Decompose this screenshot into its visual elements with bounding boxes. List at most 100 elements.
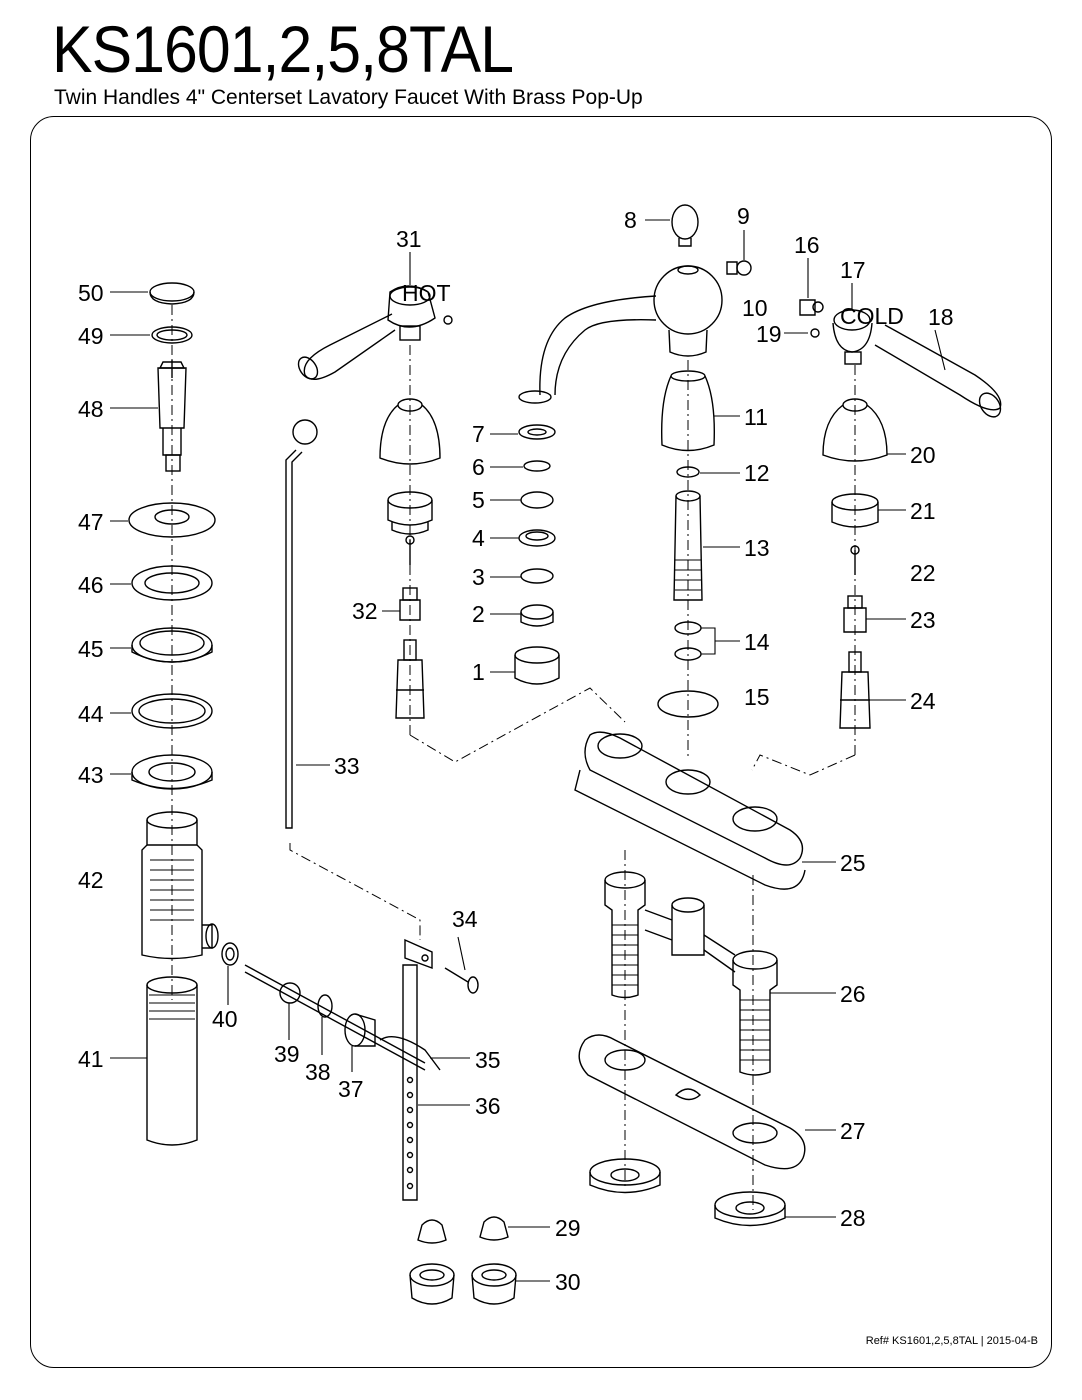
part-38-washer [317,994,333,1018]
callout-32: 32 [352,598,378,624]
diagram-frame [30,116,1052,1368]
callout-37: 37 [338,1076,364,1102]
callout-6: 6 [472,454,485,480]
reference-note: Ref# KS1601,2,5,8TAL | 2015-04-B [865,1335,1038,1347]
part-46-gasket [131,565,213,601]
callout-21: 21 [910,498,936,524]
part-37-pivot-nut [344,1013,376,1047]
part-13-spout-shank [673,490,703,601]
part-8-finial [671,204,699,247]
callout-4: 4 [472,525,485,551]
callout-15: 15 [744,684,770,710]
part-23-cold-stem-adapter [843,595,867,633]
callout-8: 8 [624,207,637,233]
part-34-clamp-screw [404,938,479,994]
callout-47: 47 [78,509,104,535]
callout-16: 16 [794,232,820,258]
part-41-tailpiece [146,976,198,1146]
callout-44: 44 [78,701,104,727]
part-27-bottom-gasket [578,1034,806,1170]
callout-5: 5 [472,487,485,513]
cold-marking: COLD [840,303,904,329]
callout-38: 38 [305,1059,331,1085]
callout-17: 17 [840,257,866,283]
part-49-o-ring [151,326,193,344]
product-subtitle: Twin Handles 4" Centerset Lavatory Fauce… [54,86,643,109]
callout-33: 33 [334,753,360,779]
callout-48: 48 [78,396,104,422]
part-42-drain-body [141,811,219,960]
callout-7: 7 [472,421,485,447]
callout-11: 11 [744,404,768,430]
callout-23: 23 [910,607,936,633]
callout-20: 20 [910,442,936,468]
left-cap-dome [379,398,441,465]
lift-rod-guide-line [289,843,421,940]
part-22-right-screw [850,545,860,575]
part-25-escutcheon-plate [574,731,806,890]
callout-35: 35 [475,1047,501,1073]
part-29-ferrules [417,1216,509,1244]
callout-40: 40 [212,1006,238,1032]
part-9-set-screw-cap [726,260,752,276]
part-31-hot-lever-handle [297,285,453,380]
callout-41: 41 [78,1046,104,1072]
callout-1: 1 [472,659,485,685]
part-39-pivot-rod [244,964,426,1071]
part-12-o-ring [676,466,700,478]
callout-42: 42 [78,867,104,893]
callout-34: 34 [452,906,478,932]
part-40-washer [221,942,239,966]
callout-19: 19 [756,321,782,347]
hot-marking: HOT [402,280,451,306]
callout-24: 24 [910,688,936,714]
part-36-clevis-strap [402,964,418,1201]
spout-body [518,265,723,404]
callout-3: 3 [472,564,485,590]
callout-numbers: 1 2 3 4 5 6 7 8 9 10 11 12 13 14 15 16 1… [78,203,954,1295]
aerator-assembly [514,424,560,685]
base-centerlines [624,850,754,1210]
part-18-lever [874,324,1002,418]
part-20-right-cap-dome [822,398,888,462]
callout-9: 9 [737,203,750,229]
part-32-hot-stem-adapter [399,587,421,621]
callout-50: 50 [78,280,104,306]
callout-27: 27 [840,1118,866,1144]
left-screw [405,535,415,565]
callout-28: 28 [840,1205,866,1231]
part-21-right-bonnet-nut [831,493,879,528]
hot-cartridge [395,639,425,719]
callout-36: 36 [475,1093,501,1119]
part-44-washer [131,693,213,729]
part-47-flange [128,502,216,538]
model-title: KS1601,2,5,8TAL [52,12,514,86]
part-33-lift-rod [285,419,318,829]
callout-49: 49 [78,323,104,349]
part-24-cold-cartridge [839,651,871,729]
part-45-gasket [131,627,213,663]
part-50-stopper-cap [149,282,195,305]
callout-14: 14 [744,629,770,655]
part-35-spring-clip [379,1036,441,1071]
part-15-spout-gasket [657,690,719,718]
callout-26: 26 [840,981,866,1007]
part-48-stopper-body [157,360,187,472]
part-19-set-screw [810,328,820,338]
callout-45: 45 [78,636,104,662]
part-26-valve-body [604,871,778,1076]
callout-46: 46 [78,572,104,598]
callout-12: 12 [744,460,770,486]
callout-39: 39 [274,1041,300,1067]
callout-31: 31 [396,226,422,252]
callout-29: 29 [555,1215,581,1241]
callout-18: 18 [928,304,954,330]
leader-lines [110,219,946,1282]
callout-22: 22 [910,560,936,586]
part-11-spout-sleeve [661,370,715,452]
part-28-mounting-nuts [589,1158,786,1227]
callout-43: 43 [78,762,104,788]
callout-2: 2 [472,601,485,627]
left-handle-centerline [409,345,626,763]
